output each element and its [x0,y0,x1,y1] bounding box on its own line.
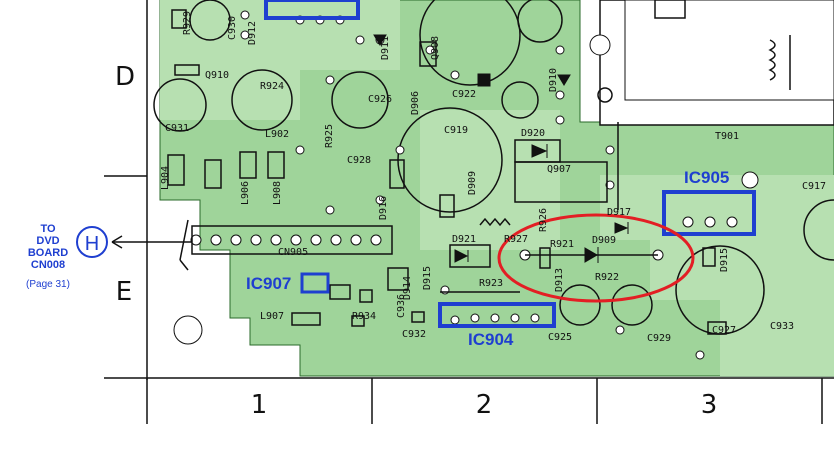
ref-l902: L902 [265,129,289,140]
ref-l908: L908 [272,181,283,205]
diode-symbols [373,34,629,263]
ref-c925: C925 [548,332,572,343]
top-ic-box [264,0,360,20]
ref-c917: C917 [802,181,826,192]
ref-r924: R924 [260,81,284,92]
ic-highlight-boxes [264,0,756,328]
ref-r934: R934 [352,311,376,322]
ref-r923: R923 [479,278,503,289]
ref-c922: C922 [452,89,476,100]
ref-d920: D920 [521,128,545,139]
ref-c931: C931 [165,123,189,134]
ref-c919: C919 [444,125,468,136]
ref-d914: D914 [402,276,413,300]
column-marker-3: 3 [701,390,718,420]
grid-frame [104,0,834,424]
ref-d915: D915 [719,248,730,272]
ref-q907: Q907 [547,164,571,175]
ref-d909: D909 [592,235,616,246]
connector-note-line3: BOARD [28,247,68,259]
ref-c936: C936 [396,294,407,318]
ref-d915b: D915 [422,266,433,290]
ref-c926: C926 [368,94,392,105]
ic904-label: IC904 [468,330,514,349]
ic905-label: IC905 [684,168,729,187]
transformer-t901 [654,0,791,90]
ref-r925: R925 [324,124,335,148]
row-marker-d: D [115,62,135,92]
ref-d910: D910 [548,68,559,92]
highlight-ellipse [497,213,695,303]
ic907-box [300,272,330,294]
ref-l906: L906 [240,181,251,205]
capacitors [153,0,834,335]
connector-h: H TO DVD BOARD CN008 (Page 31) [26,223,192,290]
connector-note-line2: DVD [36,235,59,247]
ref-r922: R922 [595,272,619,283]
ic905-box [662,190,756,236]
ic907-label: IC907 [246,274,291,293]
connector-note-line4: CN008 [31,259,65,271]
ref-d921: D921 [452,234,476,245]
column-marker-1: 1 [251,390,268,420]
footprints [167,9,727,335]
ref-d917: D917 [607,207,631,218]
ref-r927: R927 [504,234,528,245]
component-labels: C931 R924 L902 C926 C928 C919 C922 D920 … [165,70,826,344]
ref-t901: T901 [715,131,739,142]
vertical-labels: R925 D910 R926 D915 L904 L906 L908 Q908 … [160,11,730,318]
ref-d912: D912 [247,21,258,45]
ref-q910: Q910 [205,70,229,81]
ref-d906: D906 [410,91,421,115]
ic904-box [438,302,556,328]
ref-cn905: CN905 [278,247,308,258]
row-marker-e: E [116,277,132,307]
ref-d913: D913 [554,268,565,292]
ref-d916: D916 [378,196,389,220]
ref-c927: C927 [712,325,736,336]
connector-note-line1: TO [40,223,56,235]
ref-c932: C932 [402,329,426,340]
ref-c929: C929 [647,333,671,344]
ref-q908: Q908 [430,36,441,60]
ref-c930: C930 [227,16,238,40]
ref-r921: R921 [550,239,574,250]
ref-l907: L907 [260,311,284,322]
ref-c928: C928 [347,155,371,166]
ref-c933: C933 [770,321,794,332]
column-marker-2: 2 [476,390,493,420]
ref-d909b: D909 [467,171,478,195]
connector-page-ref: (Page 31) [26,279,70,290]
connector-symbol: H [85,233,99,255]
ref-d911: D911 [380,36,391,60]
ref-l904: L904 [160,166,171,190]
ref-r926: R926 [538,208,549,232]
ref-r929: R929 [182,11,193,35]
